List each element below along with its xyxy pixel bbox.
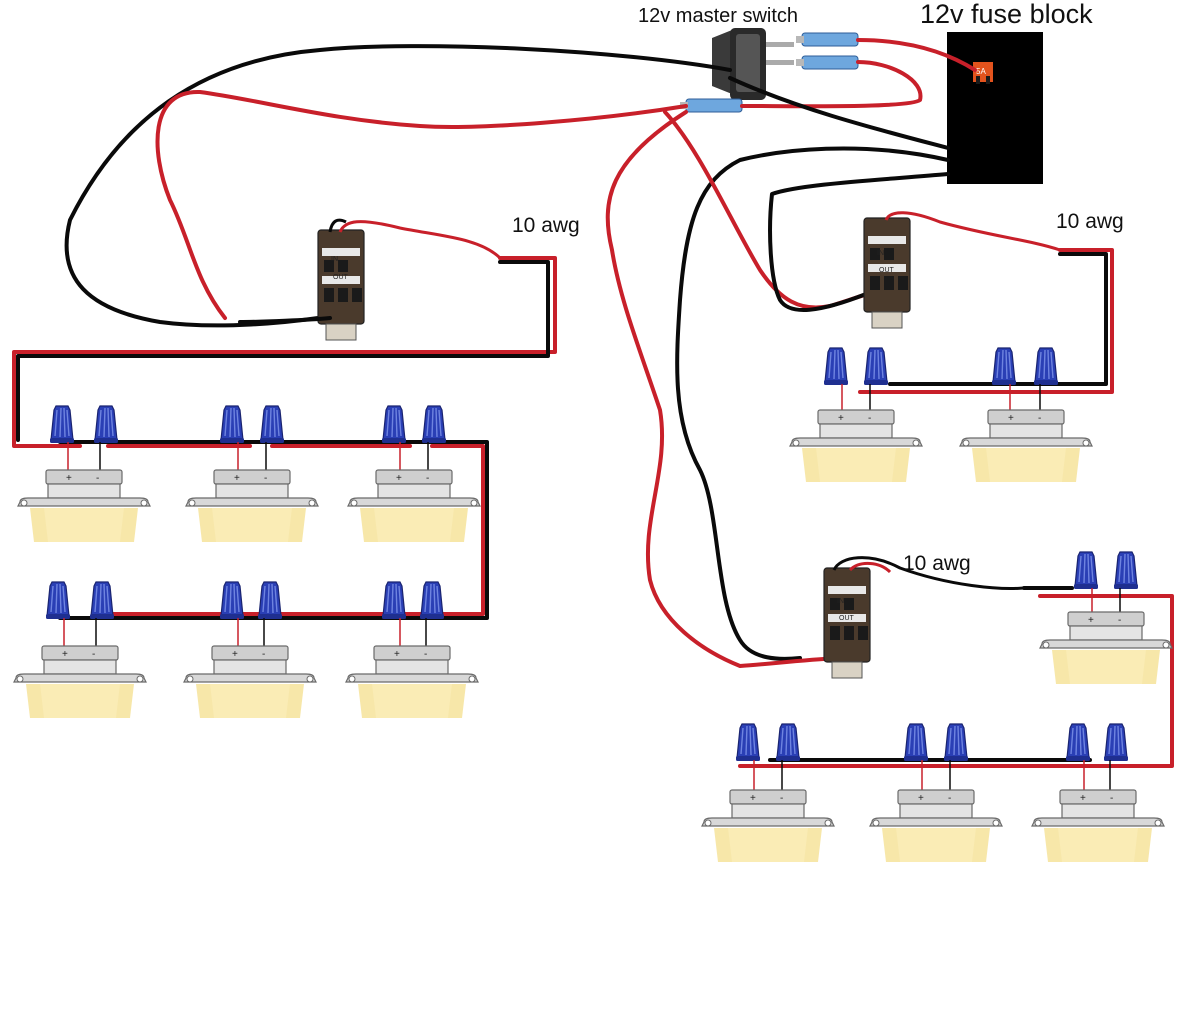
- dimmer-left-in: IN: [331, 256, 338, 263]
- light-right-bottom-2: [869, 723, 1003, 863]
- connector-main-splice: [679, 98, 743, 113]
- dimmer-right-bottom-out: OUT: [839, 615, 855, 622]
- wire-gauge-left: 10 awg: [512, 214, 580, 237]
- light-right-bottom-3: [1031, 723, 1165, 863]
- master-switch-label: 12v master switch: [638, 5, 798, 27]
- light-right-top-2: [959, 347, 1093, 483]
- dimmer-left-out: OUT: [333, 274, 349, 281]
- light-left-r2-2: [183, 581, 317, 719]
- light-left-r1-2: [185, 405, 319, 543]
- fuse-rating: 5A: [976, 67, 986, 76]
- light-right-bottom-top: [1039, 551, 1173, 685]
- light-left-r1-3: [347, 405, 481, 543]
- connector-switch-top: [795, 32, 859, 47]
- light-left-r2-3: [345, 581, 479, 719]
- dimmer-right-bottom-in: IN: [837, 598, 844, 605]
- blade-fuse-icon: 5A: [973, 62, 993, 84]
- connector-switch-bottom: [795, 55, 859, 70]
- dimmer-right-top-out: OUT: [879, 267, 895, 274]
- dimmer-left: [317, 229, 365, 341]
- dimmer-right-bottom: [823, 567, 871, 679]
- light-right-bottom-1: [701, 723, 835, 863]
- dimmer-right-top-in: IN: [877, 250, 884, 257]
- fuse-block: 5A: [947, 32, 1043, 184]
- wire-gauge-right-top: 10 awg: [1056, 210, 1124, 233]
- light-right-top-1: [789, 347, 923, 483]
- fuse-block-label: 12v fuse block: [920, 0, 1093, 29]
- light-left-r2-1: [13, 581, 147, 719]
- wire-gauge-right-bottom: 10 awg: [903, 552, 971, 575]
- light-left-r1-1: [17, 405, 151, 543]
